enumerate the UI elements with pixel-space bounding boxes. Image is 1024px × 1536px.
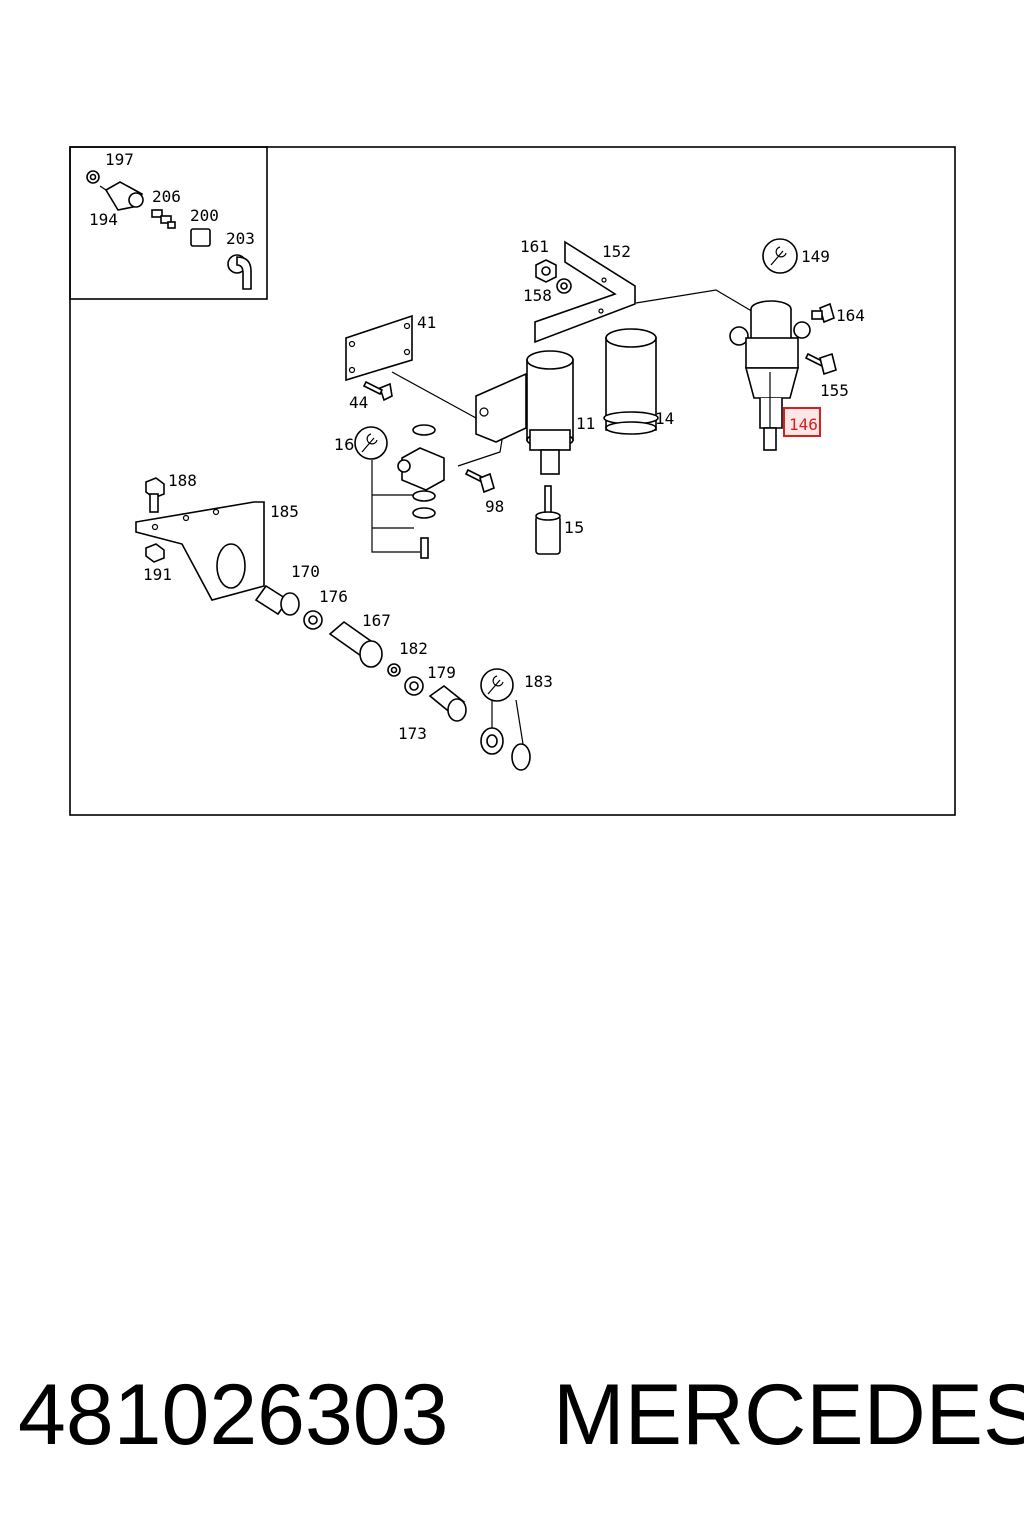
part-194-switch bbox=[99, 181, 144, 211]
label-176: 176 bbox=[319, 587, 348, 606]
part-146-pressure-regulator bbox=[729, 300, 811, 451]
part-158-washer bbox=[556, 278, 572, 294]
wrench-icon bbox=[480, 668, 514, 702]
part-167-coupling bbox=[328, 620, 383, 668]
highlight-box-146 bbox=[783, 407, 821, 437]
diagram-frame bbox=[69, 146, 956, 816]
label-183: 183 bbox=[524, 672, 553, 691]
label-173: 173 bbox=[398, 724, 427, 743]
label-155: 155 bbox=[820, 381, 849, 400]
label-146: 146 bbox=[789, 415, 818, 434]
label-185: 185 bbox=[270, 502, 299, 521]
part-200-cap bbox=[190, 228, 211, 247]
label-188: 188 bbox=[168, 471, 197, 490]
part-16-valve-block bbox=[371, 424, 445, 559]
part-182-washer bbox=[387, 663, 401, 677]
part-41-plate bbox=[345, 314, 413, 382]
part-number: 481026303 bbox=[18, 1367, 449, 1463]
label-14: 14 bbox=[655, 409, 674, 428]
label-98: 98 bbox=[485, 497, 504, 516]
part-173-fitting bbox=[428, 684, 467, 722]
part-164-plug bbox=[811, 302, 835, 324]
label-152: 152 bbox=[602, 242, 631, 261]
label-200: 200 bbox=[190, 206, 219, 225]
wrench-icon bbox=[762, 238, 798, 274]
label-203: 203 bbox=[226, 229, 255, 248]
label-182: 182 bbox=[399, 639, 428, 658]
part-155-bolt bbox=[804, 352, 837, 376]
label-194: 194 bbox=[89, 210, 118, 229]
wrench-icon bbox=[354, 426, 388, 460]
part-206-connector bbox=[151, 209, 176, 229]
label-41: 41 bbox=[417, 313, 436, 332]
part-15-shaft bbox=[535, 485, 561, 555]
label-179: 179 bbox=[427, 663, 456, 682]
label-16: 16 bbox=[334, 435, 354, 454]
part-183-seal-kit bbox=[480, 699, 531, 771]
part-170-fitting bbox=[254, 584, 300, 616]
label-15: 15 bbox=[564, 518, 584, 537]
label-161: 161 bbox=[520, 237, 549, 256]
label-191: 191 bbox=[143, 565, 172, 584]
label-167: 167 bbox=[362, 611, 391, 630]
part-191-nut bbox=[145, 543, 165, 563]
label-149: 149 bbox=[801, 247, 830, 266]
label-197: 197 bbox=[105, 150, 134, 169]
part-11-pump-motor bbox=[475, 350, 574, 475]
label-170: 170 bbox=[291, 562, 320, 581]
part-203-elbow bbox=[227, 254, 252, 290]
part-179-washer bbox=[404, 676, 424, 696]
label-164: 164 bbox=[836, 306, 865, 325]
part-98-bolt bbox=[464, 468, 495, 494]
part-197-washer bbox=[86, 170, 100, 184]
label-158: 158 bbox=[523, 286, 552, 305]
part-152-bracket bbox=[534, 240, 636, 344]
brand-name: MERCEDES bbox=[553, 1367, 1024, 1463]
label-44: 44 bbox=[349, 393, 368, 412]
part-14-filter bbox=[603, 328, 659, 435]
part-185-bracket bbox=[135, 501, 265, 601]
part-188-bolt bbox=[145, 477, 165, 513]
inset-frame bbox=[69, 146, 268, 300]
part-161-nut bbox=[535, 259, 557, 283]
part-176-washer bbox=[303, 610, 323, 630]
label-206: 206 bbox=[152, 187, 181, 206]
label-11: 11 bbox=[576, 414, 595, 433]
caption: 481026303 MERCEDES bbox=[18, 1367, 1024, 1463]
part-44-bolt bbox=[362, 380, 393, 402]
